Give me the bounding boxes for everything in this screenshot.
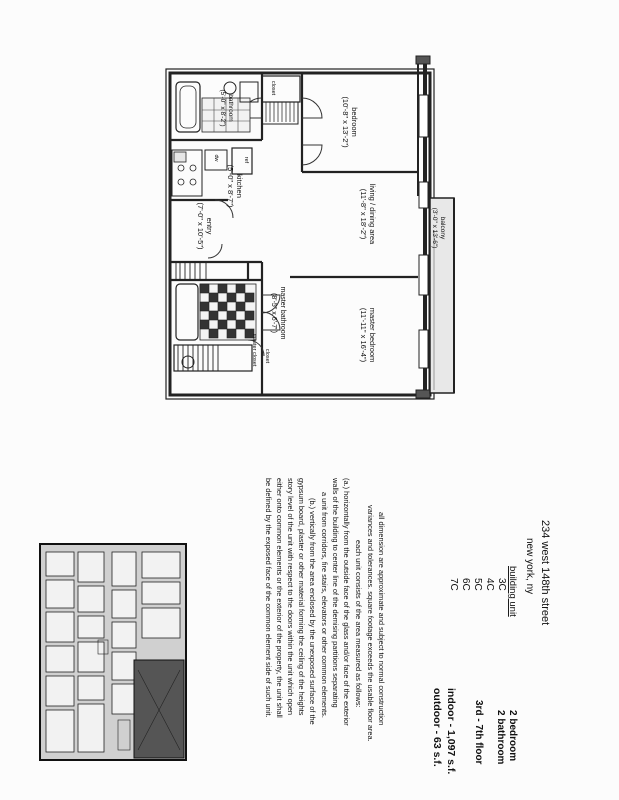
indoor-area: indoor - 1,097 s.f. xyxy=(445,688,457,774)
kitchen-fixtures xyxy=(171,147,253,197)
balcony-label: balcony xyxy=(439,217,446,240)
bedroom-label: bedroom xyxy=(350,107,359,137)
closet-bottom-label: closet xyxy=(264,349,270,364)
disclaimer-line: story level of the unit with respect to … xyxy=(286,478,295,715)
disclaimer-line: all dimension are approximate and subjec… xyxy=(377,512,386,725)
balcony-area xyxy=(429,197,455,394)
master-bed-label: master bedroom xyxy=(368,308,377,363)
interior-walls xyxy=(170,73,418,395)
unit-item: 5C xyxy=(472,578,483,591)
outdoor-area: outdoor - 63 s.f. xyxy=(431,688,443,767)
disclaimer-line: variances and tolerances. square footage… xyxy=(366,505,375,742)
living-dims: (11'-8" x 18'-2") xyxy=(359,189,368,240)
address-line1: 234 west 148th street xyxy=(539,520,551,625)
disclaimer-line: either onto common elements or the exter… xyxy=(275,478,284,718)
master-closet-hatch xyxy=(173,344,253,372)
unit-item: 7C xyxy=(448,578,459,591)
disclaimer-line: (b.) vertically from the area enclosed b… xyxy=(308,498,317,725)
balcony-dims: (3'-0" x 13'-6") xyxy=(431,208,438,249)
bathroom-count: 2 bathroom xyxy=(495,710,506,765)
disclaimer-line: a unit from corridors, fire stairs, elev… xyxy=(320,492,329,718)
closet-top-label: closet xyxy=(270,81,276,96)
bathroom-dims: (5'-0" x 8'-2") xyxy=(219,89,226,126)
disclaimer-line: each unit consists of the area measured … xyxy=(354,540,363,708)
address-line2: new york, ny xyxy=(524,538,535,594)
kitchen-label: kitchen xyxy=(235,174,244,198)
disclaimer-line: (a.) horizontally from the outside face … xyxy=(342,478,351,726)
master-bath-label: master bathroom xyxy=(279,287,286,340)
floor-range: 3rd - 7th floor xyxy=(473,700,484,765)
master-bath-fixtures xyxy=(175,283,257,369)
bathroom-fixtures xyxy=(175,81,259,133)
building-key-plan xyxy=(39,543,187,761)
dishwasher-label: dw xyxy=(213,154,219,161)
kitchen-dims: (5'-0" x 8'-7") xyxy=(226,165,235,208)
entry-dims: (7'-0" x 10'-5") xyxy=(196,203,205,250)
disclaimer: all dimension are approximate and subjec… xyxy=(264,477,386,742)
unit-floor-plan: bedroom (10'-8" x 13'-2") bathroom (5'-0… xyxy=(165,55,455,400)
room-labels: bedroom (10'-8" x 13'-2") bathroom (5'-0… xyxy=(196,81,446,367)
master-closet-label: master closet xyxy=(251,334,257,367)
unit-item: 3C xyxy=(496,578,507,591)
unit-list: 3C 4C 5C 6C 7C xyxy=(448,578,507,591)
bathroom-label: bathroom xyxy=(227,94,234,121)
entry-closet-hatch xyxy=(175,261,207,281)
bedroom-dims: (10'-8" x 13'-2") xyxy=(341,96,350,148)
windows xyxy=(418,94,429,369)
bedroom-count: 2 bedroom xyxy=(507,710,518,761)
refrigerator-label: ref xyxy=(243,157,249,164)
disclaimer-line: gypsum board, plaster or other material … xyxy=(297,478,306,716)
living-label: living / dining area xyxy=(368,184,377,245)
building-unit-heading: building unit xyxy=(507,566,518,617)
unit-item: 4C xyxy=(484,578,495,591)
master-bed-dims: (11'-11" x 16'-4") xyxy=(359,308,368,363)
entry-label: entry xyxy=(205,218,214,235)
master-bath-dims: (8'-5" x 6'-7") xyxy=(270,293,277,333)
disclaimer-line: be defined by the exposed face of the co… xyxy=(264,478,273,718)
top-closets xyxy=(261,75,301,125)
disclaimer-line: walls of the building to center line of … xyxy=(331,477,340,708)
unit-item: 6C xyxy=(460,578,471,591)
